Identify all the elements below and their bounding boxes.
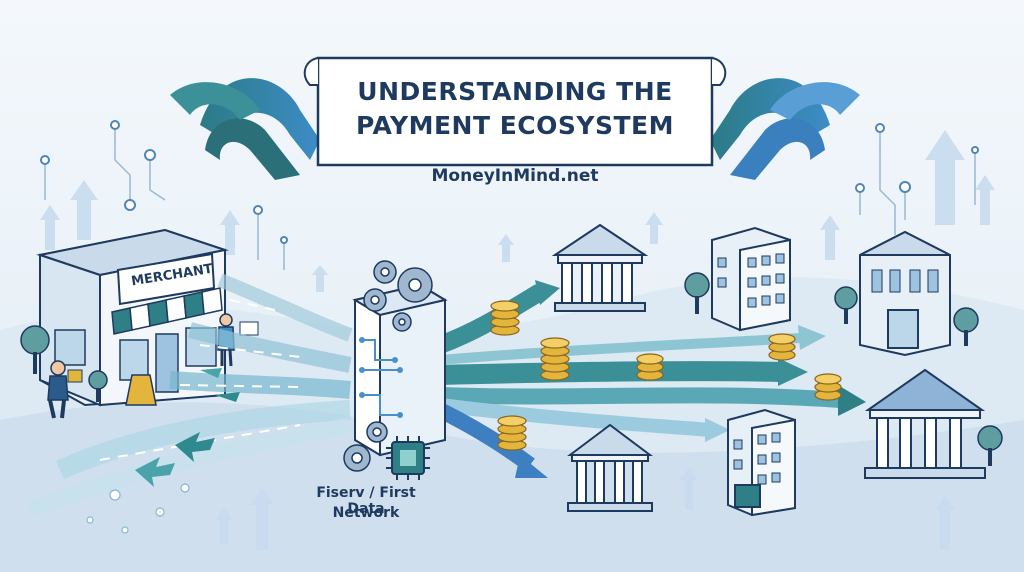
up-arrow-icon — [70, 180, 98, 240]
incoming-arrows — [135, 368, 240, 487]
up-arrow-icon — [925, 130, 965, 225]
title-banner — [170, 56, 860, 180]
bank-building-icon — [859, 230, 951, 357]
office-building-icon — [727, 408, 796, 517]
tree-icon — [834, 286, 858, 324]
gear-icon — [343, 444, 371, 472]
tree-icon — [953, 307, 979, 346]
background-arrows — [40, 130, 995, 550]
gear-icon — [366, 421, 388, 443]
up-arrow-icon — [312, 265, 328, 292]
circuit-nodes — [40, 120, 979, 244]
up-arrow-icon — [645, 212, 663, 244]
tree-icon — [88, 370, 108, 402]
coin-stack-icon — [497, 415, 527, 451]
website-label: MoneyInMind.net — [431, 166, 599, 186]
banner-title-line1: UNDERSTANDING THE — [357, 77, 673, 106]
up-arrow-icon — [975, 175, 995, 225]
outgoing-flow-streams — [436, 284, 841, 472]
network-label-line2: Network — [332, 505, 400, 521]
gear-icon — [373, 260, 397, 284]
coin-stack-icon — [768, 333, 796, 361]
coin-stacks — [490, 300, 842, 451]
office-building-icon — [711, 226, 791, 332]
gear-icon — [392, 312, 412, 332]
coin-stack-icon — [636, 353, 664, 381]
up-arrow-icon — [215, 508, 233, 545]
coin-stack-icon — [814, 373, 842, 401]
tree-icon — [977, 425, 1003, 466]
gear-icon — [397, 267, 433, 303]
trees — [20, 272, 1003, 466]
bank-building-icon — [551, 223, 649, 312]
up-arrow-icon — [220, 210, 240, 255]
tree-icon — [20, 325, 50, 374]
up-arrow-icon — [680, 467, 698, 510]
bank-building-icon — [864, 368, 986, 479]
awning — [111, 287, 223, 335]
up-arrow-icon — [40, 205, 60, 250]
gear-icon — [363, 288, 387, 312]
customer-person — [47, 360, 83, 419]
storefront-icon — [36, 228, 229, 407]
circuit-decoration — [44, 125, 976, 270]
bank-building-icon — [567, 423, 653, 512]
network-label-line1: Fiserv / First Data — [316, 485, 416, 517]
sparkles — [86, 483, 190, 534]
outgoing-arrowheads — [515, 280, 866, 478]
banner-title-line2: PAYMENT ECOSYSTEM — [355, 111, 675, 140]
up-arrow-icon — [820, 215, 840, 260]
coin-stack-icon — [490, 300, 520, 336]
coin-stack-icon — [540, 337, 570, 381]
incoming-flow-streams — [27, 273, 353, 518]
up-arrow-icon — [498, 234, 514, 262]
gears — [343, 260, 433, 472]
up-arrow-icon — [935, 495, 955, 550]
up-arrow-icon — [250, 488, 274, 550]
tree-icon — [684, 272, 710, 314]
microchip-icon — [386, 436, 430, 480]
